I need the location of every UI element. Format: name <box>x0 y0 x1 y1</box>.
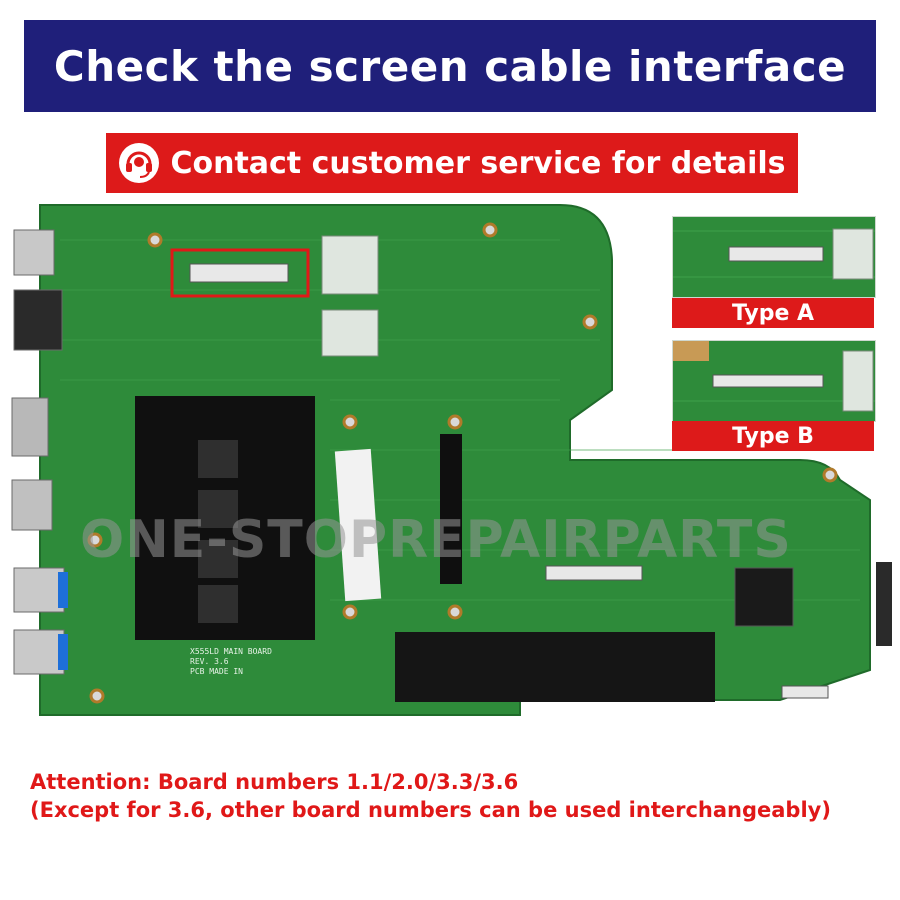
board-silkscreen-name: X555LD MAIN BOARD <box>190 647 272 656</box>
type-a-connector-icon <box>673 217 875 297</box>
board-silkscreen-rev: REV. 3.6 <box>190 657 229 666</box>
motherboard-image: X555LD MAIN BOARD REV. 3.6 PCB MADE IN <box>11 204 892 716</box>
headset-icon <box>119 143 160 183</box>
attention-line-2: (Except for 3.6, other board numbers can… <box>30 798 831 822</box>
watermark: ONE-STOPREPAIRPARTS <box>80 510 792 570</box>
attention-note: Attention: Board numbers 1.1/2.0/3.3/3.6… <box>30 768 831 824</box>
type-b-connector-icon <box>673 341 875 421</box>
attention-line-1: Attention: Board numbers 1.1/2.0/3.3/3.6 <box>30 770 519 794</box>
type-a-photo <box>672 216 876 298</box>
page-title: Check the screen cable interface <box>53 41 847 91</box>
contact-label: Contact customer service for details <box>170 145 786 181</box>
contact-service-banner[interactable]: Contact customer service for details <box>106 133 798 193</box>
title-banner: Check the screen cable interface <box>24 20 876 112</box>
board-silkscreen-made: PCB MADE IN <box>190 667 243 676</box>
type-b-label: Type B <box>672 421 874 451</box>
type-a-label: Type A <box>672 298 874 328</box>
type-b-photo <box>672 340 876 422</box>
